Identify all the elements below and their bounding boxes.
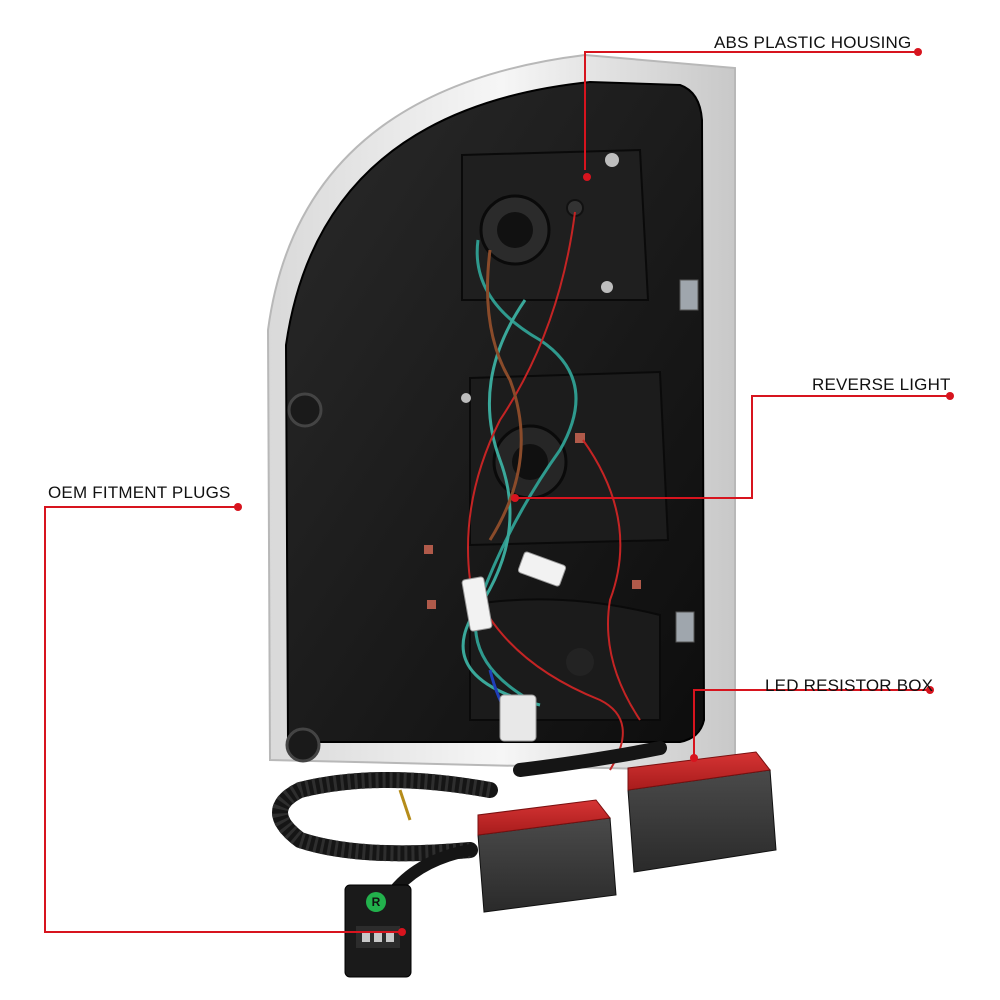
wire-teal [461,299,541,707]
side-clip [675,611,695,643]
inline-connector [461,576,493,632]
side-clip [679,279,699,311]
screw-head [605,153,619,167]
wire-red [582,439,641,721]
led-resistor-box-label: LED RESISTOR BOX [765,676,934,695]
mounting-stud [285,727,321,763]
lower-lamp-bay [469,598,661,721]
led-resistor-box-left [477,799,617,913]
wire-teal [474,239,578,702]
screw-head [601,281,613,293]
wire-brown [486,249,523,541]
inline-connector [499,694,537,742]
connector-badge: R [366,892,386,912]
leader-abs-housing [583,48,922,181]
leader-oem-plugs [44,503,406,936]
oem-fitment-plugs-label: OEM FITMENT PLUGS [48,483,231,502]
leader-led-resistor [690,686,934,762]
abs-plastic-housing-label: ABS PLASTIC HOUSING [714,33,912,52]
wire-red [467,211,624,771]
wiring-loom [513,741,667,777]
inline-connector [517,551,567,587]
leader-reverse-light [511,392,954,502]
screw-head [461,393,471,403]
wiring-loom [389,844,476,896]
reverse-light-label: REVERSE LIGHT [812,375,951,394]
mounting-stud [287,392,323,428]
wiring-loom [272,772,498,862]
led-resistor-box-right [627,751,777,873]
connector-badge-label: R [371,895,381,909]
